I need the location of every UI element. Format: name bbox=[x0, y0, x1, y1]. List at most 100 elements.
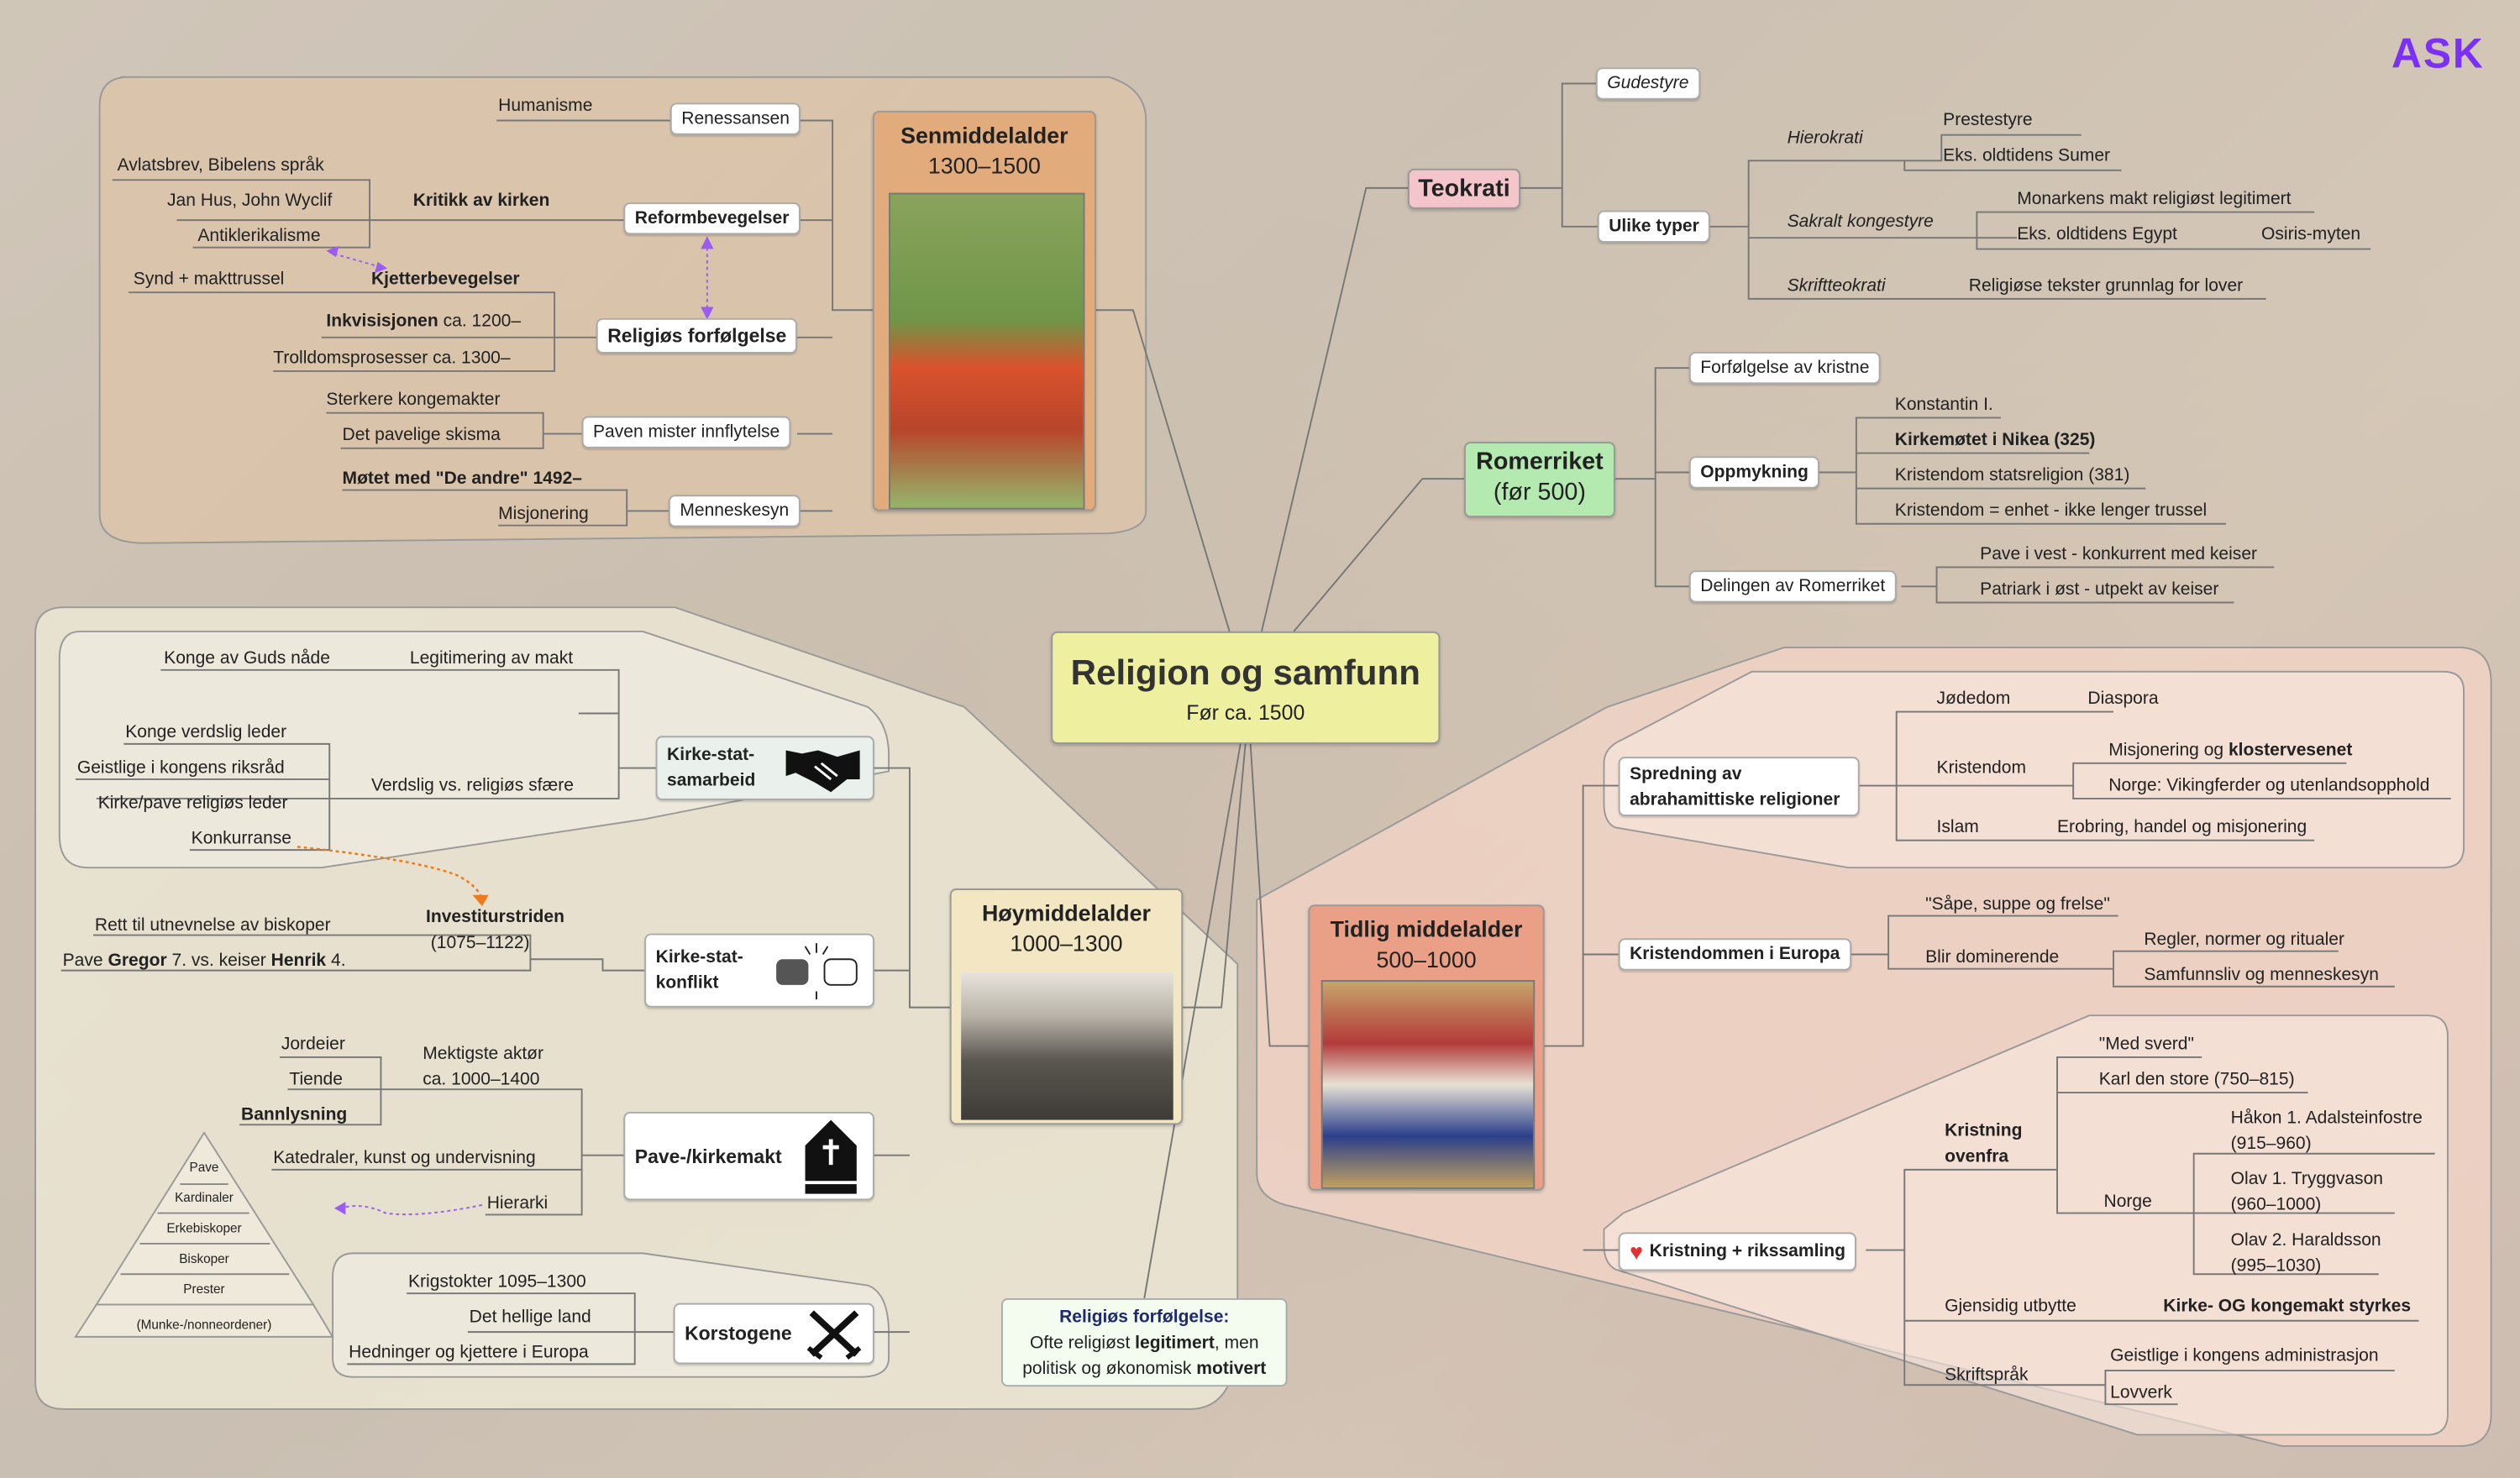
humanisme-label: Humanisme bbox=[498, 96, 593, 116]
hierarki-label: Hierarki bbox=[486, 1193, 549, 1213]
styrkes-label: Kirke- OG kongemakt styrkes bbox=[2163, 1297, 2412, 1316]
kirke-stat-konflikt-node[interactable]: Kirke-stat-konflikt bbox=[644, 933, 874, 1008]
illustration-notre-dame bbox=[961, 972, 1173, 1120]
central-subtitle: Før ca. 1500 bbox=[1186, 700, 1305, 725]
pyramid-level-kardinaler: Kardinaler bbox=[175, 1190, 234, 1205]
rikssamling-label: Kristning + rikssamling bbox=[1649, 1241, 1845, 1261]
tidlig-years: 500–1000 bbox=[1376, 946, 1477, 972]
karl-label: Karl den store (750–815) bbox=[2098, 1070, 2295, 1090]
islam-label: Islam bbox=[1936, 817, 1979, 837]
illustration-burning-at-stake bbox=[889, 192, 1085, 510]
central-topic[interactable]: Religion og samfunn Før ca. 1500 bbox=[1051, 631, 1441, 744]
region-kristning bbox=[1603, 1014, 2449, 1436]
trolldom-label: Trolldomsprosesser ca. 1300– bbox=[273, 349, 511, 369]
tidlig-title: Tidlig middelalder bbox=[1330, 915, 1523, 942]
menneskesyn-node[interactable]: Menneskesyn bbox=[668, 495, 801, 527]
fists-clash-icon bbox=[776, 943, 858, 1000]
ulike-typer-node[interactable]: Ulike typer bbox=[1597, 210, 1711, 243]
kristning-rikssamling-node[interactable]: ♥Kristning + rikssamling bbox=[1618, 1232, 1857, 1271]
mektigste-label: Mektigste aktør bbox=[423, 1044, 544, 1064]
korstogene-node[interactable]: Korstogene bbox=[673, 1302, 874, 1365]
mektigste-years: ca. 1000–1400 bbox=[423, 1070, 540, 1090]
pyramid-level-erkebiskoper: Erkebiskoper bbox=[166, 1221, 242, 1236]
callout-religios-forfolgelse: Religiøs forfølgelse: Ofte religiøst leg… bbox=[1000, 1297, 1288, 1387]
dominerende-label: Blir dominerende bbox=[1925, 947, 2060, 967]
kristendommen-europa-node[interactable]: Kristendommen i Europa bbox=[1618, 938, 1851, 971]
sape-label: "Såpe, suppe og frelse" bbox=[1925, 894, 2110, 915]
riksrad-label: Geistlige i kongens riksråd bbox=[76, 758, 285, 778]
pave-leder-label: Kirke/pave religiøs leder bbox=[97, 794, 288, 814]
sfaere-label: Verdslig vs. religiøs sfære bbox=[370, 776, 574, 796]
central-title: Religion og samfunn bbox=[1070, 652, 1420, 693]
samarbeid-line1: Kirke-stat- bbox=[667, 745, 755, 765]
senmiddelalder-years: 1300–1500 bbox=[927, 152, 1041, 179]
guds-nade-label: Konge av Guds nåde bbox=[164, 648, 330, 668]
pyramid-level-biskoper: Biskoper bbox=[179, 1251, 229, 1266]
callout-title: Religiøs forfølgelse: bbox=[1059, 1308, 1230, 1328]
spredning-line2: abrahamittiske religioner bbox=[1630, 790, 1840, 810]
rett-label: Rett til utnevnelse av biskoper bbox=[94, 915, 331, 936]
egypt-label: Eks. oldtidens Egypt bbox=[2017, 224, 2177, 244]
callout-line1: Ofte religiøst legitimert, men bbox=[1030, 1334, 1259, 1353]
romerriket-title: Romerriket bbox=[1476, 448, 1604, 476]
tiende-label: Tiende bbox=[289, 1070, 343, 1090]
forfolgelse-kristne-node[interactable]: Forfølgelse av kristne bbox=[1688, 352, 1881, 385]
renessansen-node[interactable]: Renessansen bbox=[669, 102, 801, 135]
reformbevegelser-node[interactable]: Reformbevegelser bbox=[623, 202, 801, 235]
monarkens-label: Monarkens makt religiøst legitimert bbox=[2017, 189, 2292, 209]
avlatsbrev-label: Avlatsbrev, Bibelens språk bbox=[117, 155, 324, 176]
enhet-label: Kristendom = enhet - ikke lenger trussel bbox=[1894, 501, 2208, 521]
topic-romerriket[interactable]: Romerriket (før 500) bbox=[1464, 442, 1615, 518]
statsreligion-label: Kristendom statsreligion (381) bbox=[1894, 465, 2130, 485]
pave-vest-label: Pave i vest - konkurrent med keiser bbox=[1980, 544, 2258, 564]
hakon-label: Håkon 1. Adalsteinfostre(915–960) bbox=[2230, 1108, 2423, 1154]
osiris-label: Osiris-myten bbox=[2261, 224, 2361, 244]
konstantin-label: Konstantin I. bbox=[1894, 395, 1993, 415]
region-samarbeid bbox=[58, 630, 890, 869]
samarbeid-line2: samarbeid bbox=[667, 771, 756, 791]
pyramid-level-ordener: (Munke-/nonneordener) bbox=[136, 1317, 272, 1333]
delingen-node[interactable]: Delingen av Romerriket bbox=[1688, 570, 1897, 603]
sumer-label: Eks. oldtidens Sumer bbox=[1943, 146, 2111, 166]
hoymiddelalder-years: 1000–1300 bbox=[1010, 930, 1123, 957]
konkurranse-label: Konkurranse bbox=[191, 829, 292, 849]
pyramid-level-pave: Pave bbox=[189, 1160, 219, 1175]
geistlige-adm-label: Geistlige i kongens administrasjon bbox=[2110, 1346, 2379, 1366]
religiose-tekster-label: Religiøse tekster grunnlag for lover bbox=[1968, 276, 2244, 296]
krigstokter-label: Krigstokter 1095–1300 bbox=[407, 1272, 586, 1292]
hoymiddelalder-title: Høymiddelalder bbox=[981, 899, 1151, 926]
olav2-label: Olav 2. Haraldsson(995–1030) bbox=[2230, 1230, 2381, 1276]
paven-node[interactable]: Paven mister innflytelse bbox=[581, 416, 791, 448]
ask-logo: ASK bbox=[2391, 29, 2485, 77]
synd-label: Synd + makttrussel bbox=[133, 270, 285, 290]
pave-kirkemakt-node[interactable]: Pave-/kirkemakt bbox=[623, 1112, 874, 1201]
investitur-years: (1075–1122) bbox=[430, 933, 530, 953]
olav1-label: Olav 1. Tryggvason(960–1000) bbox=[2230, 1169, 2384, 1215]
kirke-stat-samarbeid-node[interactable]: Kirke-stat-samarbeid bbox=[655, 736, 874, 800]
hierarchy-pyramid bbox=[74, 1131, 334, 1338]
jordeier-label: Jordeier bbox=[281, 1035, 345, 1055]
lovverk-label: Lovverk bbox=[2110, 1383, 2172, 1403]
mitre-icon bbox=[805, 1119, 857, 1194]
topic-teokrati[interactable]: Teokrati bbox=[1408, 168, 1520, 209]
crossed-swords-icon bbox=[806, 1310, 862, 1360]
gudestyre-node[interactable]: Gudestyre bbox=[1595, 67, 1700, 100]
kjetterbevegelser-label: Kjetterbevegelser bbox=[370, 270, 520, 290]
oppmykning-node[interactable]: Oppmykning bbox=[1688, 456, 1820, 489]
skisma-label: Det pavelige skisma bbox=[342, 426, 501, 445]
hierokrati-label: Hierokrati bbox=[1787, 128, 1863, 149]
regler-label: Regler, normer og ritualer bbox=[2144, 930, 2344, 950]
motet-label: Møtet med "De andre" 1492– bbox=[342, 469, 583, 489]
bannlysning-label: Bannlysning bbox=[240, 1105, 348, 1125]
kristendom-label: Kristendom bbox=[1936, 758, 2026, 778]
pyramid-level-prester: Prester bbox=[183, 1281, 225, 1297]
skriftsprak-label: Skriftspråk bbox=[1945, 1365, 2029, 1386]
samfunnsliv-label: Samfunnsliv og menneskesyn bbox=[2144, 965, 2379, 985]
patriark-ost-label: Patriark i øst - utpekt av keiser bbox=[1980, 579, 2219, 600]
norge-viking-label: Norge: Vikingferder og utenlandsopphold bbox=[2108, 776, 2430, 796]
religios-forfolgelse-node[interactable]: Religiøs forfølgelse bbox=[596, 317, 798, 354]
relation-arrow-purple bbox=[333, 240, 708, 1216]
